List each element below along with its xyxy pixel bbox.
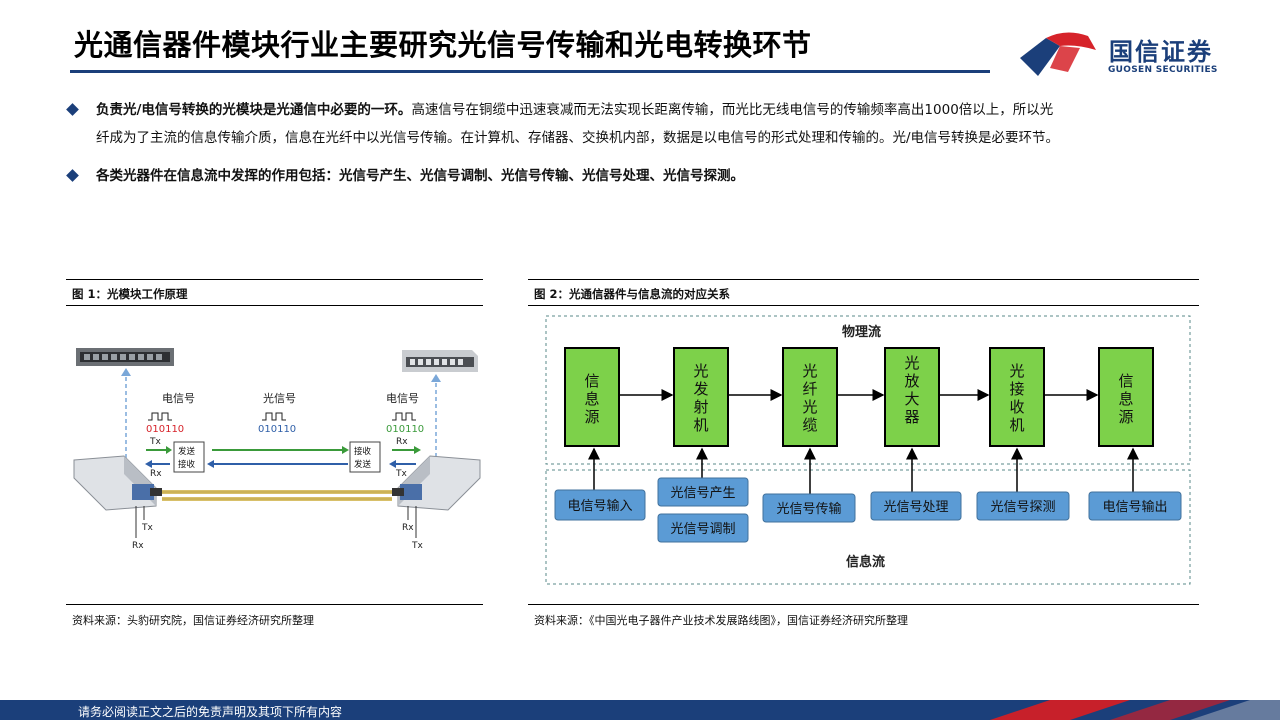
optical-signal-label: 光信号 — [263, 391, 296, 405]
svg-text:光: 光 — [693, 362, 708, 380]
svg-text:机: 机 — [693, 416, 708, 434]
figure1-top-rule — [66, 279, 483, 280]
green-box-optical-transmitter: 光 发 射 机 — [673, 347, 729, 447]
page-title: 光通信器件模块行业主要研究光信号传输和光电转换环节 — [74, 28, 812, 62]
footer-bar — [0, 700, 1280, 720]
figure1-bottom-rule — [66, 604, 483, 605]
bits-middle: 010110 — [258, 424, 296, 435]
logo-chinese-name: 国信证券 — [1109, 38, 1213, 66]
bullet-bold-text: 负责光/电信号转换的光模块是光通信中必要的一环。 — [96, 102, 412, 118]
svg-text:大: 大 — [904, 390, 919, 408]
svg-text:光: 光 — [802, 398, 817, 416]
bullet-diamond-icon — [66, 169, 79, 182]
device-infoflow-diagram: 物理流 信息流 信 息 源 光 发 射 机 光 纤 光 缆 光 放 大 器 光 … — [545, 315, 1191, 585]
figure2-top-rule — [528, 279, 1199, 280]
figure1-caption: 图 1：光模块工作原理 — [72, 287, 188, 301]
green-box-char: 息 — [584, 390, 599, 408]
svg-text:光: 光 — [904, 354, 919, 372]
svg-text:收: 收 — [1009, 398, 1024, 416]
blue-box-optical-generate: 光信号产生 — [670, 486, 735, 501]
bits-left: 010110 — [146, 424, 184, 435]
figure2-source: 资料来源：《中国光电子器件产业技术发展路线图》，国信证券经济研究所整理 — [534, 614, 908, 627]
bullet-bold-text: 各类光器件在信息流中发挥的作用包括：光信号产生、光信号调制、光信号传输、光信号处… — [96, 168, 744, 184]
logo-english-name: GUOSEN SECURITIES — [1108, 65, 1218, 75]
svg-text:器: 器 — [904, 408, 919, 426]
bottom-rx-left: Rx — [132, 541, 144, 551]
transceiver-right-icon — [392, 455, 481, 511]
blue-box-elec-output: 电信号输出 — [1102, 499, 1167, 515]
box-right-send: 发送 — [354, 459, 372, 470]
green-box-optical-fiber: 光 纤 光 缆 — [782, 347, 838, 447]
svg-text:纤: 纤 — [802, 380, 817, 398]
bullet-text-line2: 纤成为了主流的信息传输介质，信息在光纤中以光信号传输。在计算机、存储器、交换机内… — [96, 130, 1060, 146]
green-box-char: 源 — [584, 408, 599, 426]
bottom-tx-left: Tx — [141, 523, 153, 533]
svg-text:缆: 缆 — [802, 416, 817, 434]
footer-disclaimer: 请务必阅读正文之后的免责声明及其项下所有内容 — [78, 705, 343, 719]
elec-signal-left-label: 电信号 — [162, 392, 195, 405]
green-box-optical-receiver: 光 接 收 机 — [989, 347, 1045, 447]
figure2-bottom-rule — [528, 604, 1199, 605]
svg-text:息: 息 — [1118, 390, 1133, 408]
tx-left-label: Tx — [149, 437, 161, 447]
bullet-text: 高速信号在铜缆中迅速衰减而无法实现长距离传输，而光比无线电信号的传输频率高出10… — [411, 102, 1054, 118]
box-left-receive: 接收 — [178, 459, 196, 470]
rx-left-label: Rx — [150, 469, 162, 479]
footer-decoration-icon — [990, 700, 1280, 720]
figure1-source: 资料来源：头豹研究院，国信证券经济研究所整理 — [72, 614, 314, 627]
elec-signal-right-label: 电信号 — [386, 392, 419, 405]
title-underline — [70, 70, 990, 73]
blue-box-optical-transmit: 光信号传输 — [776, 501, 841, 517]
svg-text:射: 射 — [693, 398, 708, 416]
box-right-receive: 接收 — [354, 446, 372, 457]
optical-module-diagram: 电信号 光信号 电信号 010110 010110 010110 Tx Rx R… — [73, 348, 481, 551]
bottom-rx-right: Rx — [402, 523, 414, 533]
physical-flow-label: 物理流 — [842, 324, 881, 340]
blue-box-optical-modulate: 光信号调制 — [670, 522, 735, 537]
bottom-tx-right: Tx — [411, 541, 423, 551]
figure1-caption-rule — [66, 305, 483, 306]
figure2-caption-rule — [528, 305, 1199, 306]
blue-box-optical-detect: 光信号探测 — [990, 500, 1055, 515]
svg-text:接: 接 — [1009, 380, 1024, 398]
tx-right-label: Tx — [395, 469, 407, 479]
figure2-caption: 图 2：光通信器件与信息流的对应关系 — [534, 287, 731, 301]
bullet-item: 各类光器件在信息流中发挥的作用包括：光信号产生、光信号调制、光信号传输、光信号处… — [66, 162, 1238, 190]
box-left-send: 发送 — [178, 446, 196, 457]
rx-right-label: Rx — [396, 437, 408, 447]
blue-box-optical-process: 光信号处理 — [883, 500, 948, 515]
guosen-logo-mark-icon — [1020, 32, 1096, 76]
svg-text:信: 信 — [1118, 372, 1133, 390]
info-flow-label: 信息流 — [846, 554, 885, 570]
green-box-optical-amplifier: 光 放 大 器 — [884, 347, 940, 447]
svg-text:发: 发 — [693, 380, 708, 398]
transceiver-left-icon — [73, 455, 162, 511]
guosen-logo: 国信证券 GUOSEN SECURITIES — [1016, 28, 1256, 80]
svg-text:放: 放 — [904, 372, 919, 390]
svg-text:源: 源 — [1118, 408, 1133, 426]
green-box-info-source: 信 息 源 — [564, 347, 620, 447]
svg-text:光: 光 — [802, 362, 817, 380]
switch-left-icon — [76, 348, 174, 366]
switch-right-icon — [402, 350, 478, 372]
bullet-diamond-icon — [66, 103, 79, 116]
svg-text:机: 机 — [1009, 416, 1024, 434]
svg-text:光: 光 — [1009, 362, 1024, 380]
green-box-info-sink: 信 息 源 — [1098, 347, 1154, 447]
blue-box-elec-input: 电信号输入 — [567, 498, 632, 514]
bullet-item: 负责光/电信号转换的光模块是光通信中必要的一环。高速信号在铜缆中迅速衰减而无法实… — [66, 96, 1238, 152]
bits-right: 010110 — [386, 424, 424, 435]
green-box-char: 信 — [584, 372, 599, 390]
